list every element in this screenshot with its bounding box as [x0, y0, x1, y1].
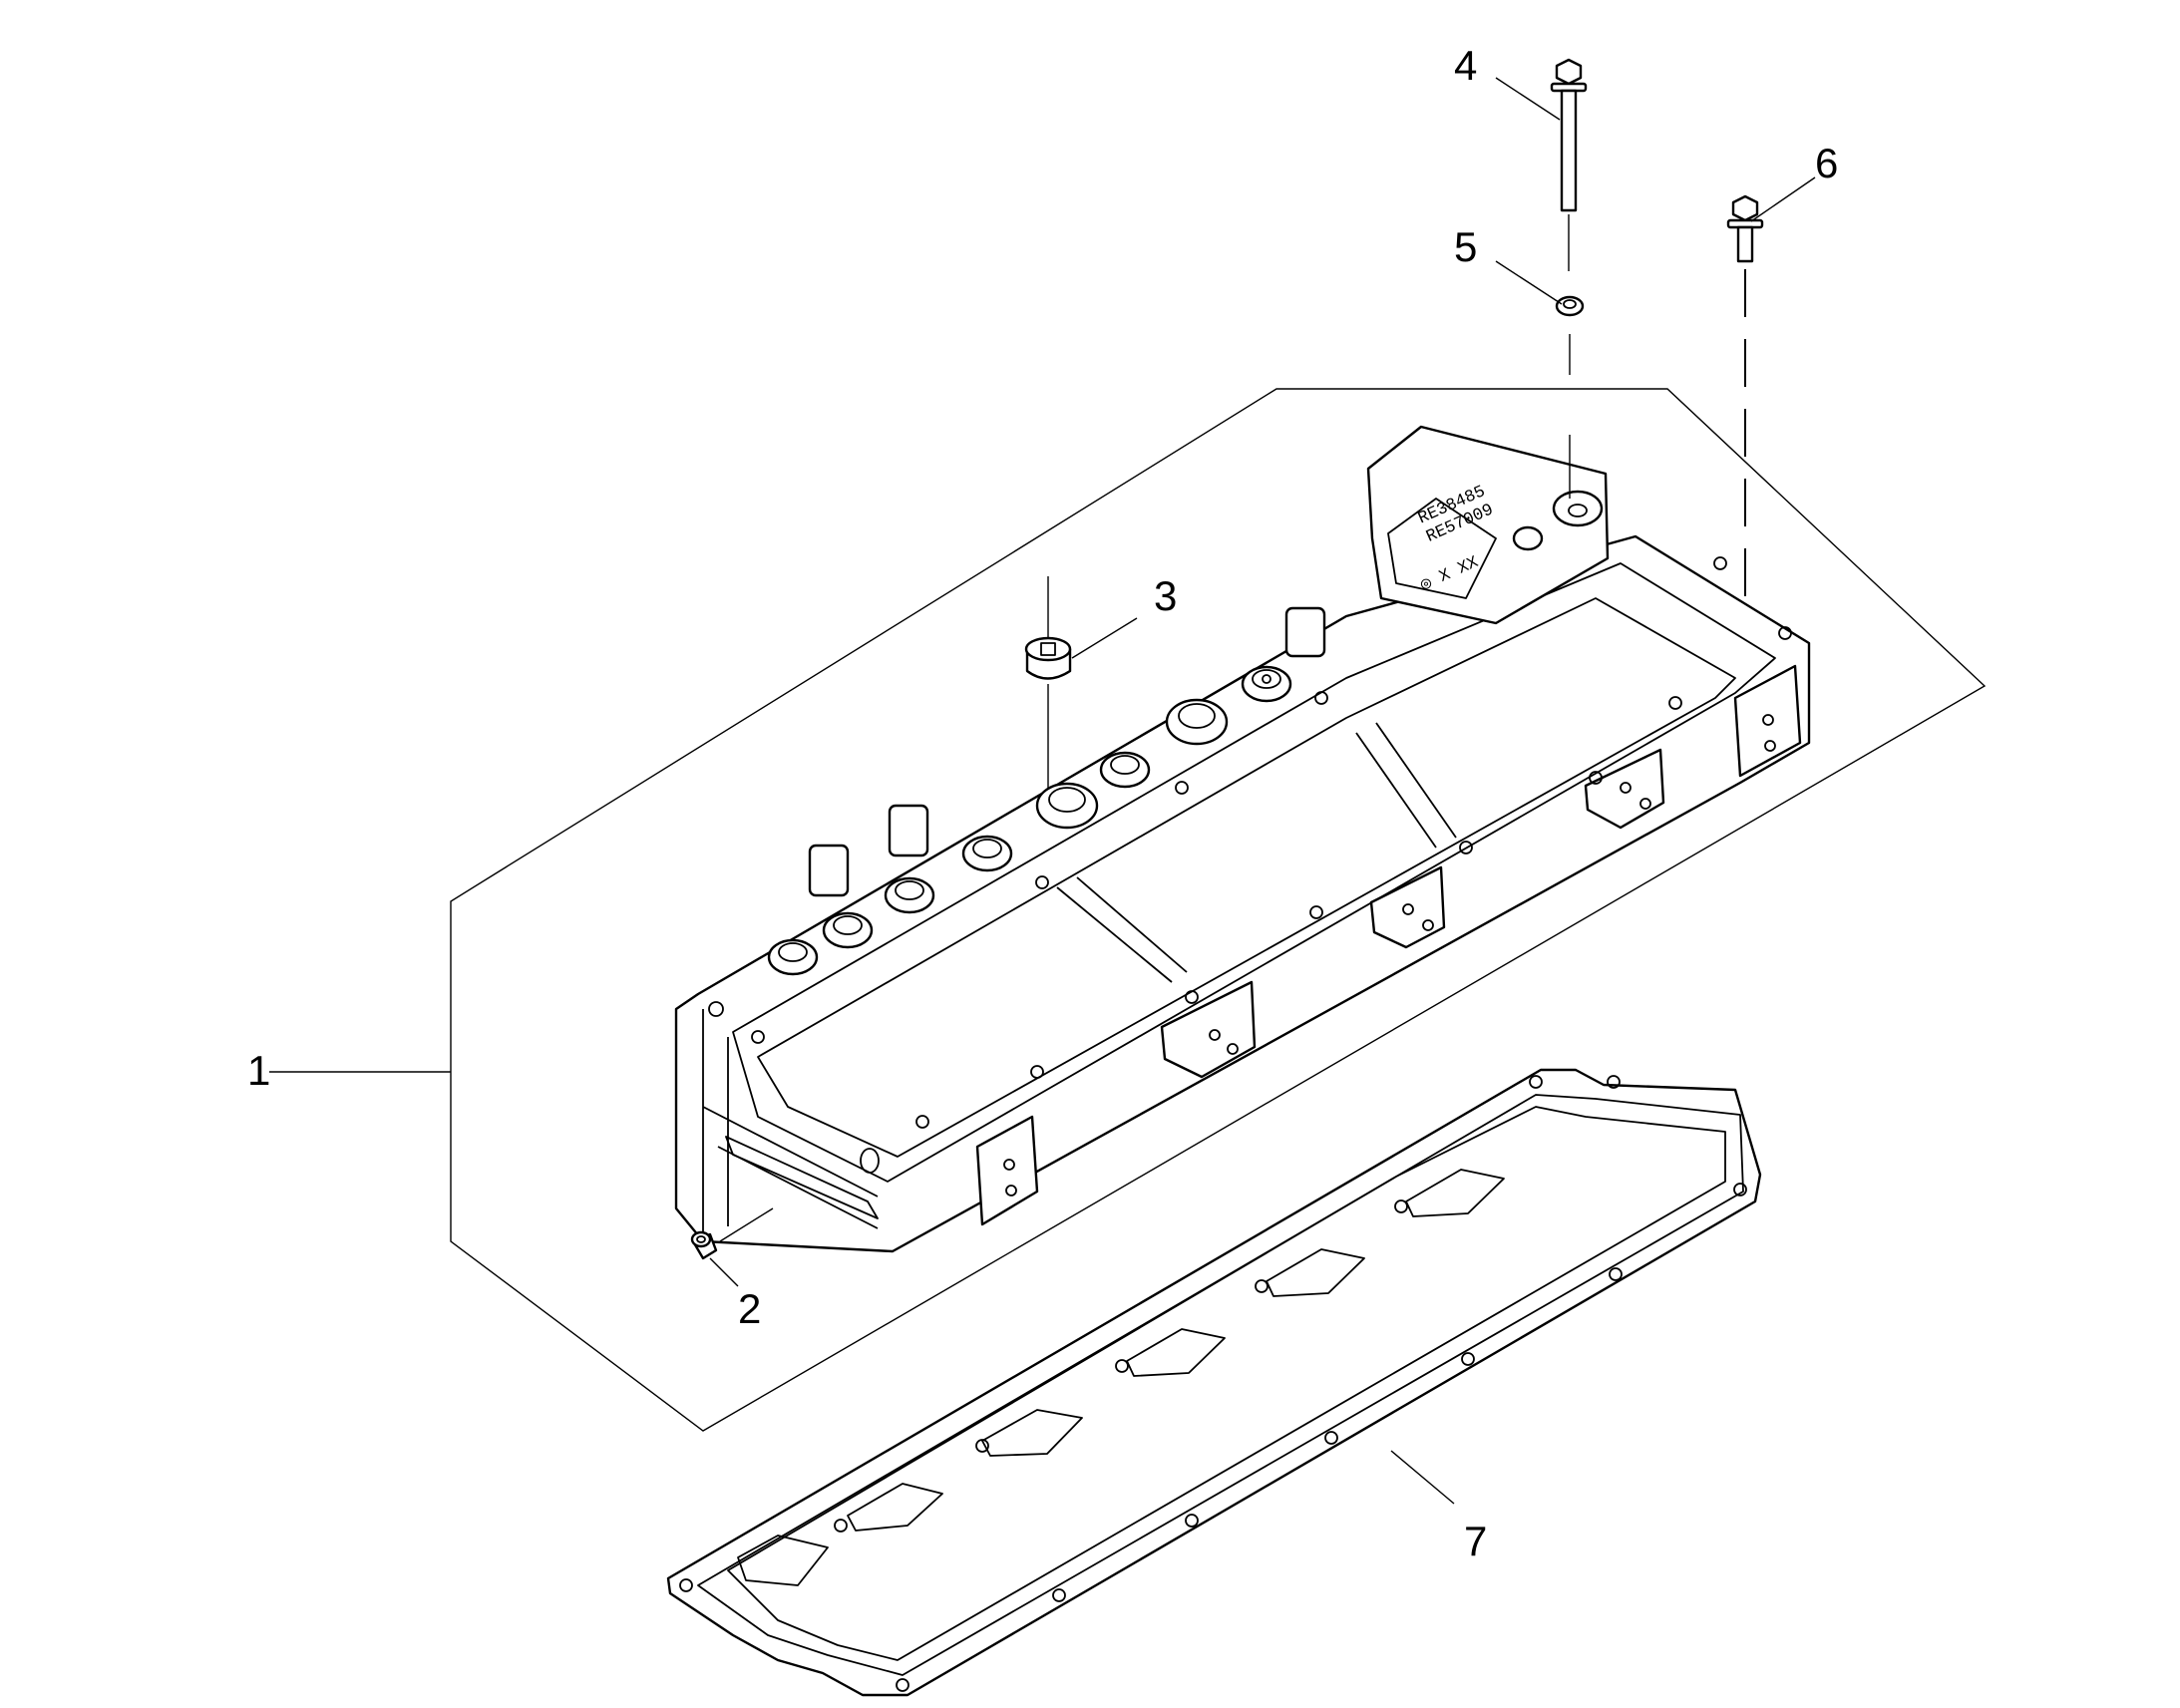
long-bolt	[1550, 58, 1588, 212]
leader-line-6	[1750, 176, 1816, 222]
plug-axis-line	[719, 1207, 774, 1242]
callout-2: 2	[738, 1285, 761, 1332]
plug	[690, 1230, 718, 1260]
valve-cover: RE38485 RE57009 ◎ X XX	[674, 425, 1811, 1253]
leader-line-3	[1071, 617, 1138, 659]
leader-line-7	[1390, 1450, 1455, 1505]
leader-line-5	[1495, 260, 1563, 305]
gasket	[666, 1068, 1762, 1697]
leader-line-4	[1495, 77, 1561, 121]
assembly-group-outline	[450, 388, 1987, 1432]
callout-6: 6	[1815, 140, 1838, 186]
leader-line-2	[709, 1257, 739, 1287]
washer	[1555, 295, 1585, 317]
callout-3: 3	[1154, 572, 1177, 619]
short-bolt	[1726, 194, 1764, 263]
grommet	[1024, 636, 1072, 680]
callout-5: 5	[1454, 223, 1477, 270]
callout-4: 4	[1454, 42, 1477, 89]
callout-1: 1	[247, 1047, 270, 1094]
callout-7: 7	[1464, 1518, 1487, 1564]
